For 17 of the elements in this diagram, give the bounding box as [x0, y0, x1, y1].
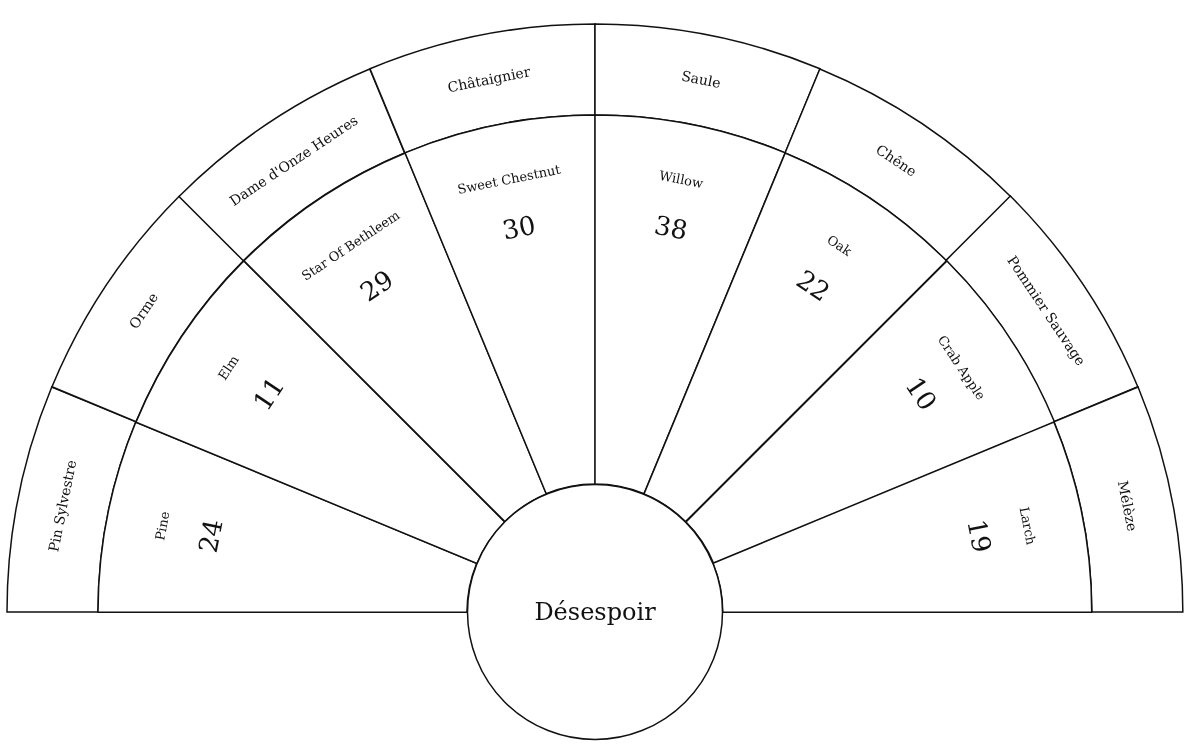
remedy-number: 11	[247, 372, 291, 416]
remedy-number: 29	[355, 264, 399, 308]
center-label: Désespoir	[534, 598, 656, 626]
remedy-name: Sweet Chestnut	[456, 163, 562, 198]
remedy-number: 19	[962, 516, 997, 555]
remedy-number: 10	[899, 372, 942, 416]
remedy-number: 24	[193, 516, 228, 555]
french-name: Mélèze	[1114, 479, 1140, 533]
remedy-name: Pine	[153, 510, 174, 542]
remedy-name: Larch	[1015, 506, 1038, 547]
remedy-name: Willow	[657, 169, 705, 192]
remedy-number: 30	[499, 210, 538, 245]
remedy-number: 22	[791, 264, 835, 308]
french-name: Saule	[679, 68, 722, 92]
remedy-number: 38	[652, 210, 691, 245]
remedy-name: Oak	[824, 232, 855, 260]
french-name: Pin Sylvestre	[46, 458, 80, 554]
